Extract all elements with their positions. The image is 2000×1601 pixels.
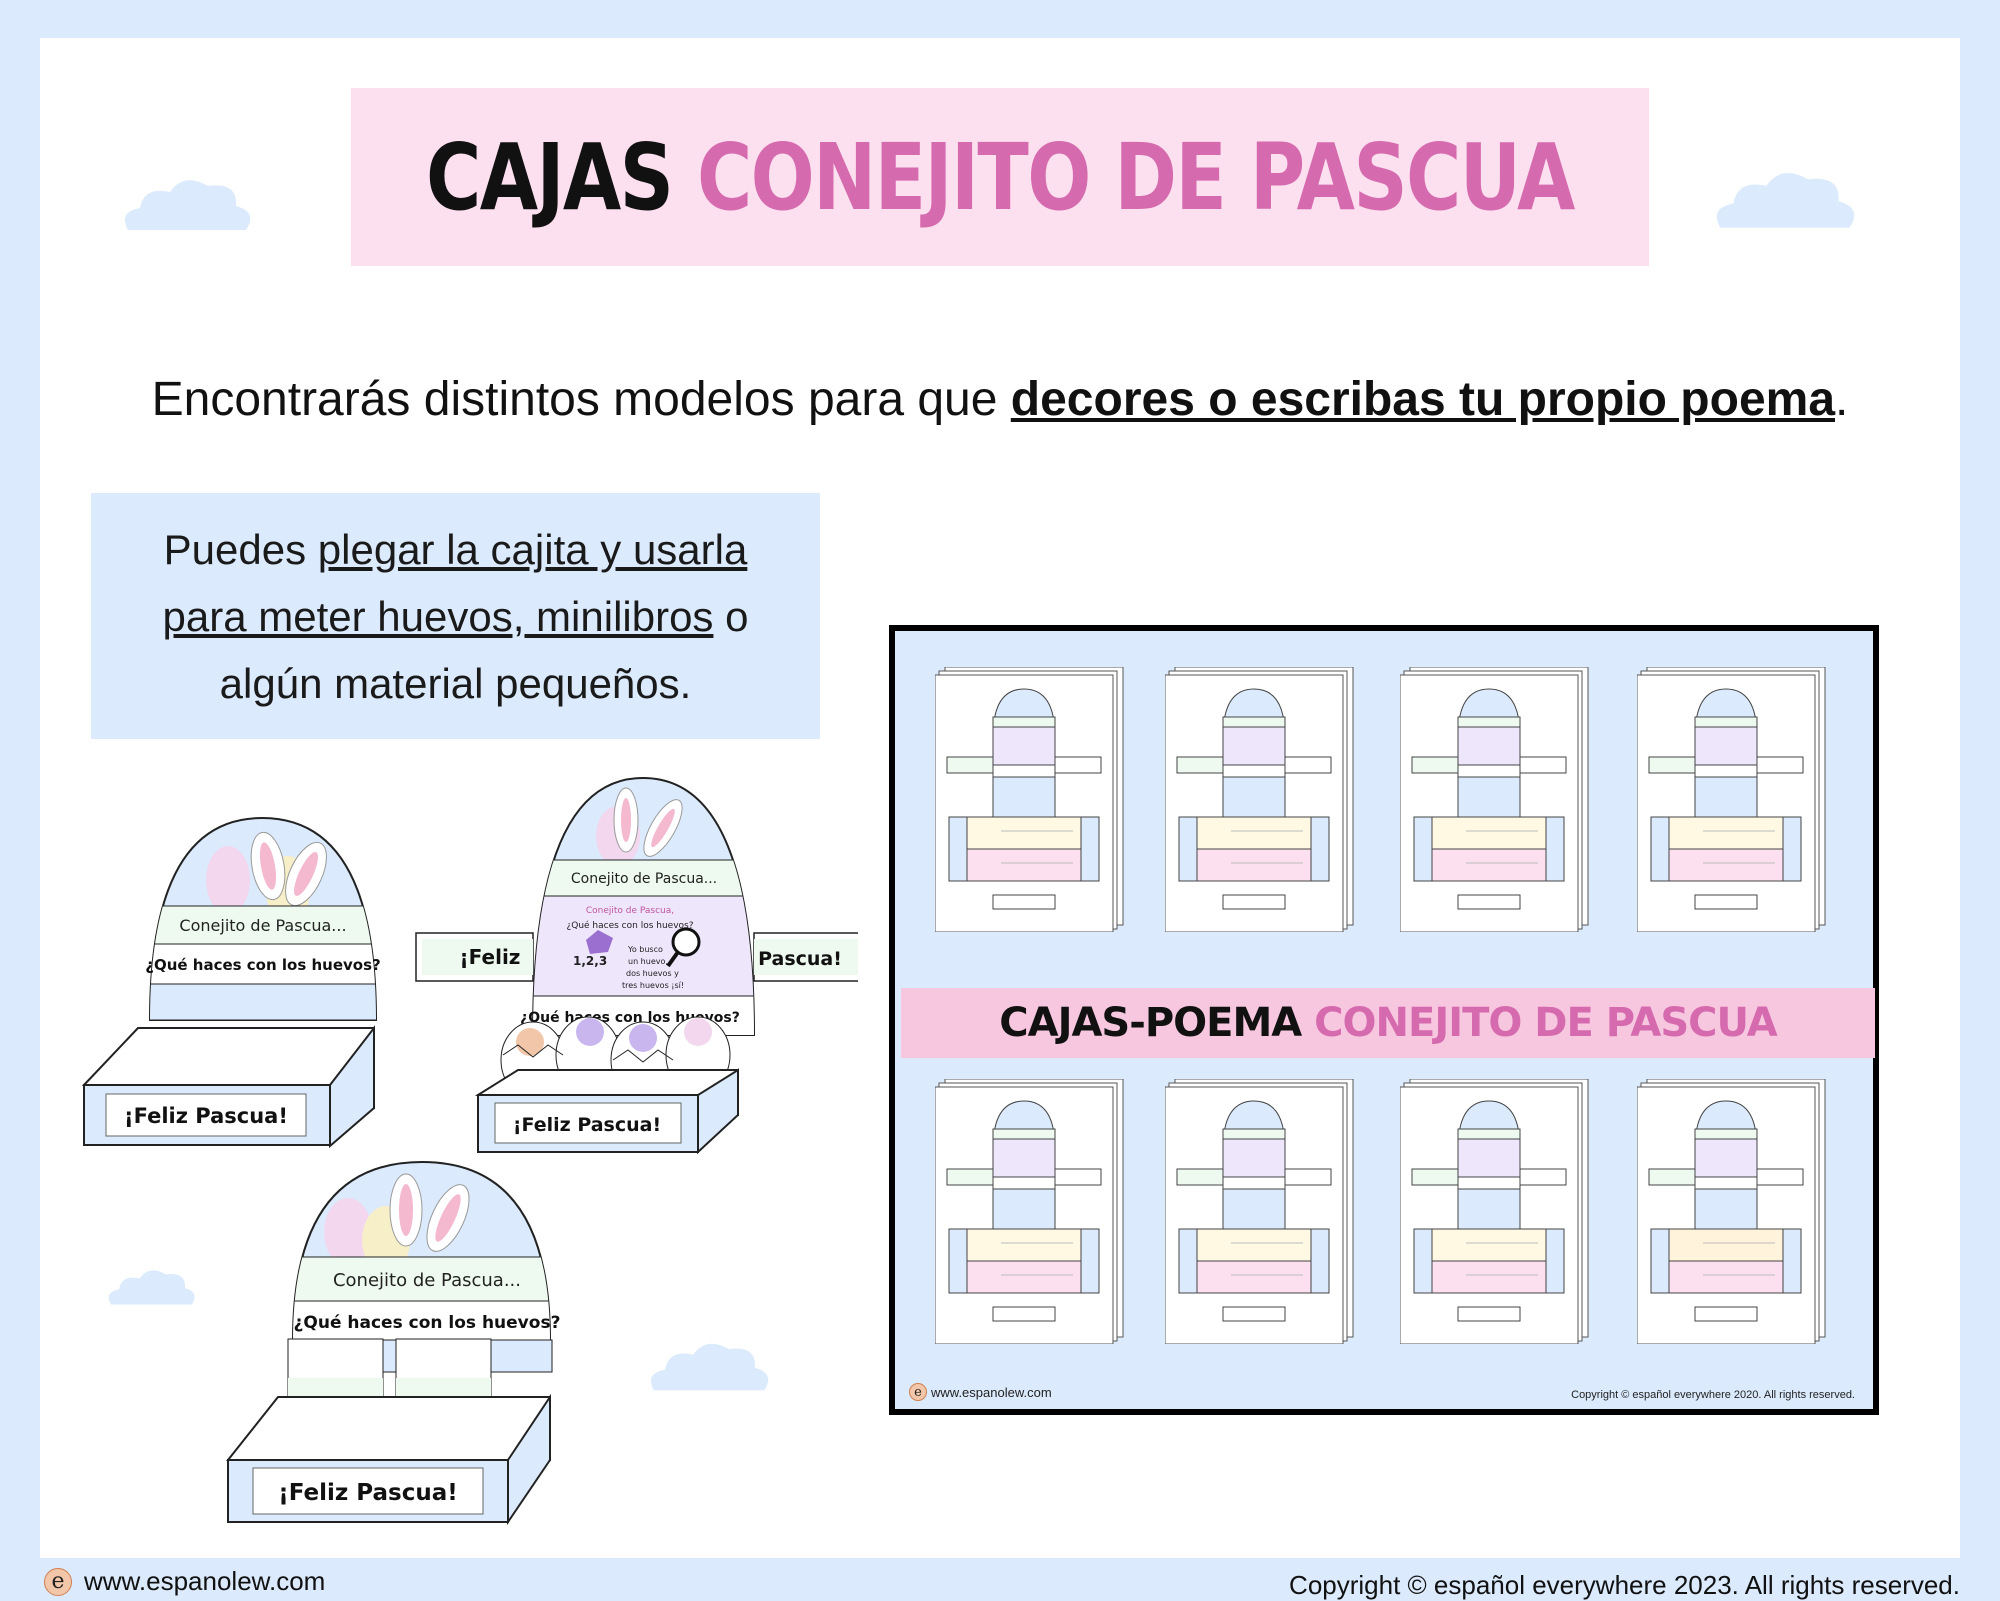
svg-text:Conejito de Pascua...: Conejito de Pascua... [571, 871, 717, 887]
cloud-decoration [108, 1270, 195, 1305]
svg-text:tres huevos ¡sí!: tres huevos ¡sí! [622, 981, 684, 990]
template-sheet [1400, 1079, 1589, 1344]
footer: e www.espanolew.com Copyright © español … [0, 1562, 2000, 1600]
template-sheet [1637, 1079, 1826, 1344]
logo-icon: e [909, 1383, 927, 1401]
svg-text:¿Qué haces con los huevos?: ¿Qué haces con los huevos? [294, 1313, 561, 1333]
template-sheet [1637, 667, 1826, 932]
svg-text:dos huevos y: dos huevos y [626, 969, 679, 978]
easter-boxes-illustration: Conejito de Pascua... ¿Qué haces con los… [81, 776, 858, 1526]
subtitle: Encontrarás distintos modelos para que d… [151, 373, 1849, 426]
svg-text:Pascua!: Pascua! [758, 948, 842, 970]
footer-copyright: Copyright © español everywhere 2023. All… [1289, 1570, 1960, 1600]
svg-text:¡Feliz Pascua!: ¡Feliz Pascua! [124, 1104, 288, 1128]
cloud-decoration [650, 1343, 769, 1391]
svg-text:Conejito de Pascua...: Conejito de Pascua... [333, 1270, 521, 1291]
preview-site: e www.espanolew.com [909, 1383, 1052, 1401]
page-title: CAJAS CONEJITO DE PASCUA [426, 123, 1575, 231]
box-3: Conejito de Pascua... ¿Qué haces con los… [225, 1160, 561, 1526]
svg-text:Conejito de Pascua,: Conejito de Pascua, [586, 906, 674, 916]
logo-icon: e [44, 1567, 72, 1596]
svg-text:¿Qué haces con los huevos?: ¿Qué haces con los huevos? [566, 920, 693, 931]
svg-text:un huevo,: un huevo, [628, 957, 668, 966]
template-sheet [1400, 667, 1589, 932]
cloud-decoration [124, 180, 251, 230]
box-1: Conejito de Pascua... ¿Qué haces con los… [81, 816, 381, 1149]
svg-text:1,2,3: 1,2,3 [573, 954, 607, 968]
footer-site: www.espanolew.com [84, 1566, 326, 1596]
cloud-decoration [1716, 173, 1855, 228]
template-sheet [1165, 667, 1354, 932]
svg-text:¡Feliz: ¡Feliz [460, 945, 521, 969]
title-banner: CAJAS CONEJITO DE PASCUA [351, 88, 1649, 266]
preview-image: CAJAS-POEMA CONEJITO DE PASCUA e www.esp… [889, 625, 1879, 1415]
preview-copyright: Copyright © español everywhere 2020. All… [1571, 1389, 1855, 1401]
svg-text:¡Feliz Pascua!: ¡Feliz Pascua! [513, 1114, 661, 1136]
template-sheet [935, 667, 1124, 932]
template-sheet [1165, 1079, 1354, 1344]
template-sheet [935, 1079, 1124, 1344]
svg-text:¿Qué haces con los huevos?: ¿Qué haces con los huevos? [145, 956, 380, 974]
svg-text:¡Feliz Pascua!: ¡Feliz Pascua! [278, 1480, 458, 1506]
subtitle-emphasis: decores o escribas tu propio poema [1010, 373, 1836, 426]
svg-text:Yo busco: Yo busco [627, 945, 663, 954]
preview-banner: CAJAS-POEMA CONEJITO DE PASCUA [901, 988, 1875, 1058]
svg-text:Conejito de Pascua...: Conejito de Pascua... [179, 916, 346, 935]
box-2: Conejito de Pascua... Conejito de Pascua… [415, 776, 858, 1155]
